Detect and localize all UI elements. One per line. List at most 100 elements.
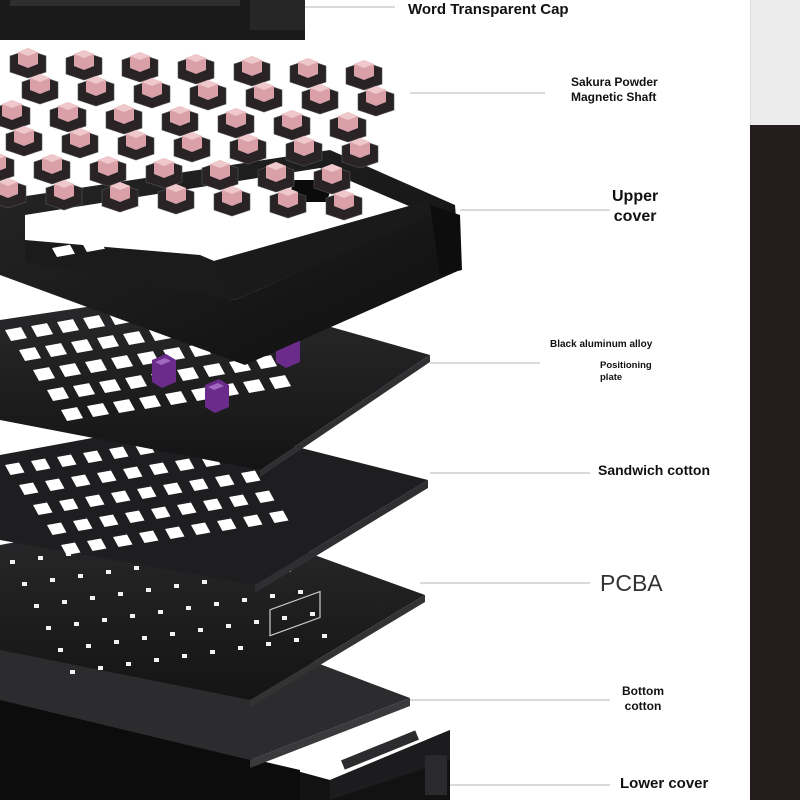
upper-cover-windows (40, 201, 225, 257)
cotton-cutout (33, 502, 53, 515)
magnetic-switch (9, 48, 47, 79)
background-dark-panel (750, 125, 800, 800)
cotton-cutout (255, 490, 275, 503)
pcba-hole (78, 574, 83, 578)
cotton-cutout (59, 498, 79, 511)
cotton-cutout (85, 494, 105, 507)
cotton-cutout (19, 482, 39, 495)
plate-cutout (87, 403, 110, 417)
label-sandwich-cotton: Sandwich cotton (598, 462, 710, 478)
plate-cutout (47, 387, 70, 401)
pcba-hole (74, 622, 79, 626)
magnetic-switch (341, 138, 379, 169)
cotton-cutout (243, 514, 263, 527)
pcba-hole (202, 580, 207, 584)
plate-cutout (45, 343, 68, 357)
pcba-hole (294, 638, 299, 642)
magnetic-switch (269, 188, 307, 219)
cotton-cutout (177, 502, 197, 515)
label-upper-cover-line-2: cover (613, 208, 657, 225)
cotton-cutout (73, 518, 93, 531)
frame-window (82, 239, 105, 252)
pcba-hole (210, 650, 215, 654)
label-positioning-line-2: plate (600, 372, 623, 383)
pcba-hole (86, 644, 91, 648)
cotton-cutout (83, 450, 103, 463)
pcba-hole (98, 666, 103, 670)
plate-cutout (269, 375, 292, 389)
magnetic-switch (77, 76, 115, 107)
magnetic-switch (329, 112, 367, 143)
cotton-cutout (125, 510, 145, 523)
transparent-caps-row (0, 0, 305, 40)
pcba-hole (102, 618, 107, 622)
magnetic-switch (245, 82, 283, 113)
label-bottom-cotton-line-1: Bottom (622, 684, 664, 698)
pcba-hole (254, 620, 259, 624)
plate-cutout (83, 315, 106, 329)
cotton-cutout (57, 454, 77, 467)
pcba-hole (34, 604, 39, 608)
plate-cutout (31, 323, 54, 337)
frame-window (40, 226, 63, 239)
plate-cutout (123, 331, 146, 345)
cotton-cutout (229, 494, 249, 507)
cotton-cutout (109, 446, 129, 459)
pcba-hole (130, 614, 135, 618)
magnetic-switch (201, 160, 239, 191)
cotton-cutout (99, 514, 119, 527)
label-sakura-line-1: Sakura Powder (571, 75, 658, 89)
plate-cutout (113, 399, 136, 413)
magnetic-switch (49, 102, 87, 133)
cotton-cutout (151, 506, 171, 519)
cotton-cutout (217, 518, 237, 531)
magnetic-switch (65, 50, 103, 81)
pcba-hole (50, 578, 55, 582)
magnetic-switch (117, 130, 155, 161)
pcba-hole (154, 658, 159, 662)
magnetic-switch (101, 182, 139, 213)
plate-cutout (97, 335, 120, 349)
pcba-hole (266, 642, 271, 646)
cotton-cutout (137, 486, 157, 499)
magnetic-switch (173, 132, 211, 163)
pcba-hole (90, 596, 95, 600)
pcba-hole (322, 634, 327, 638)
pcba-hole (58, 648, 63, 652)
cotton-cutout (191, 522, 211, 535)
plate-cutout (125, 375, 148, 389)
pcba-hole (46, 626, 51, 630)
pcba-hole (298, 590, 303, 594)
plate-cutout (203, 363, 226, 377)
frame-window (190, 201, 213, 214)
cotton-cutout (175, 458, 195, 471)
plate-cutout (165, 391, 188, 405)
plate-cutout (59, 363, 82, 377)
cotton-cutout (111, 490, 131, 503)
label-upper-cover-line-1: Upper (612, 188, 659, 205)
cotton-cutout (31, 458, 51, 471)
pcba-hole (134, 566, 139, 570)
pcba-hole (270, 594, 275, 598)
pcba-hole (186, 606, 191, 610)
sakura-powder-switches (0, 48, 395, 221)
magnetic-switch (0, 178, 27, 209)
magnetic-switch (325, 190, 363, 221)
magnetic-switch (0, 153, 15, 181)
magnetic-switch (105, 104, 143, 135)
magnetic-switch (357, 86, 395, 117)
cotton-cutout (163, 482, 183, 495)
magnetic-switch (133, 78, 171, 109)
magnetic-switch (61, 128, 99, 159)
magnetic-switch (257, 162, 295, 193)
pcba-hole (126, 662, 131, 666)
pcba-hole (142, 636, 147, 640)
frame-window (70, 221, 93, 234)
pcba-hole (70, 670, 75, 674)
cotton-cutout (241, 470, 261, 483)
label-word-transparent-cap: Word Transparent Cap (408, 1, 569, 18)
label-sakura-line-2: Magnetic Shaft (571, 90, 657, 104)
plate-cutout (177, 367, 200, 381)
magnetic-switch (161, 106, 199, 137)
